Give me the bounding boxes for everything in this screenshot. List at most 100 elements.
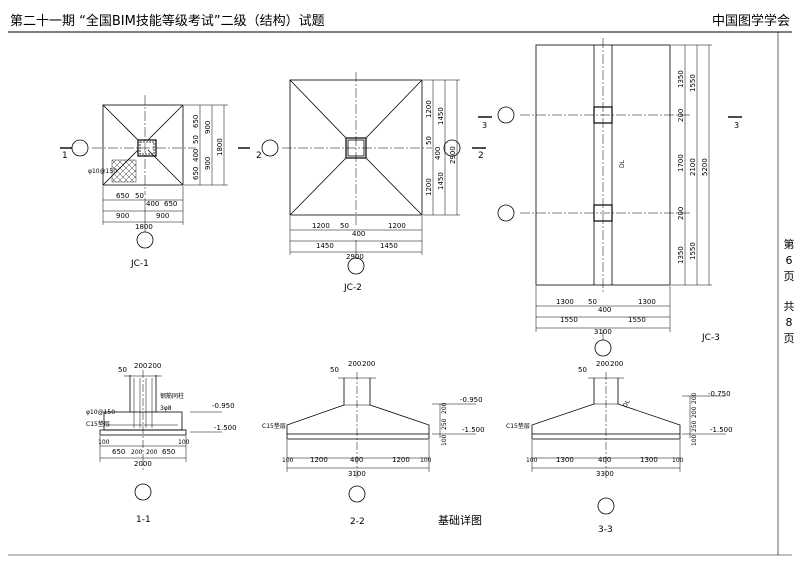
jc1-dim: 1800: [135, 223, 153, 231]
sec2-height-dim: 250: [441, 418, 448, 430]
jc1-dim: 650: [116, 192, 129, 200]
jc1-dim: 50: [135, 192, 144, 200]
sec2-dim: 100: [420, 457, 432, 464]
sec2-dim: 1200: [392, 456, 410, 464]
jc1-dim: 900: [116, 212, 129, 220]
jc2-dim: 1200: [425, 100, 433, 118]
sec2-level-bottom: -1.500: [462, 426, 485, 434]
sec1-title: 1-1: [136, 515, 151, 525]
jc1-title: JC-1: [130, 259, 149, 269]
sec1-dim: 200: [131, 449, 143, 456]
sec3-height-dim: 200: [691, 406, 698, 418]
sec2-height-dim: 200: [441, 402, 448, 414]
jc2-dim: 1200: [388, 222, 406, 230]
jc2-plan: [238, 72, 486, 275]
jc3-dim: 1300: [638, 298, 656, 306]
sec3-height-dim: 250: [691, 420, 698, 432]
sec2-top-dim: 200: [348, 360, 361, 368]
jc3-dim: 1300: [556, 298, 574, 306]
header-organization: 中国图学学会: [711, 14, 790, 29]
sec3-title: 3-3: [598, 525, 613, 535]
jc3-dim: 1550: [628, 316, 646, 324]
jc3-dim: 2100: [689, 158, 697, 176]
jc3-section-mark-right: 3: [734, 121, 739, 130]
jc3-dim: 50: [588, 298, 597, 306]
jc3-dim: 200: [677, 109, 685, 122]
sec3-top-dim: 200: [610, 360, 623, 368]
sec2-top-dim: 50: [330, 366, 339, 374]
sec1-bed-label: C15垫层: [86, 420, 110, 428]
jc3-dim: 1350: [677, 70, 685, 88]
sec3-height-dim: 100: [691, 434, 698, 446]
sec2-dim: 400: [350, 456, 363, 464]
jc1-dim: 1800: [216, 138, 224, 156]
caption: 基础详图: [438, 513, 482, 527]
sec1-dim: 650: [112, 448, 125, 456]
sec3-dim: 1300: [640, 456, 658, 464]
jc2-dim: 400: [352, 230, 365, 238]
jc2-dim: 2900: [346, 253, 364, 261]
sec1-hoop-label: 3φ8: [160, 405, 172, 412]
sec3-section: [531, 372, 726, 515]
jc2-section-mark-left: 2: [256, 151, 262, 161]
page-char: 6: [785, 254, 793, 267]
jc3-section-mark-left: 3: [482, 121, 487, 130]
jc3-dim: 200: [677, 207, 685, 220]
jc2-section-mark-right: 2: [478, 151, 484, 161]
jc1-dim: 900: [204, 121, 212, 134]
sec3-bed-label: C15垫层: [506, 422, 530, 430]
sec1-level-top: -0.950: [212, 402, 235, 410]
sec1-section: [99, 370, 222, 501]
jc1-dim: 650: [192, 167, 200, 180]
page-char: 页: [783, 270, 795, 283]
sec1-col-label: 钢筋同柱: [160, 392, 184, 400]
jc2-dim: 50: [425, 136, 433, 145]
jc3-title: JC-3: [701, 333, 720, 343]
page-char: 页: [783, 332, 795, 345]
jc2-title: JC-2: [343, 283, 362, 293]
sec1-dim: 2000: [134, 460, 152, 468]
sec2-dim: 3100: [348, 470, 366, 478]
sec1-level-bottom: -1.500: [214, 424, 237, 432]
sec2-dim: 100: [282, 457, 294, 464]
jc1-section-mark-left: 1: [62, 151, 68, 161]
jc1-dim: 400: [192, 149, 200, 162]
page-char: 共: [783, 300, 795, 313]
sec1-top-dim: 200: [148, 362, 161, 370]
sec3-level-top: -0.750: [708, 390, 731, 398]
jc2-dim: 400: [434, 147, 442, 160]
sec2-title: 2-2: [350, 517, 365, 527]
jc3-dim: 400: [598, 306, 611, 314]
jc1-dim: 650: [164, 200, 177, 208]
sec3-dim: 100: [672, 457, 684, 464]
sec2-level-top: -0.950: [460, 396, 483, 404]
sec2-section: [286, 372, 476, 503]
jc2-dim: 1450: [316, 242, 334, 250]
jc2-dim: 1200: [312, 222, 330, 230]
sec3-dim: 400: [598, 456, 611, 464]
sec3-height-dim: 200: [691, 392, 698, 404]
sec2-dim: 1200: [310, 456, 328, 464]
jc1-dim: 50: [192, 135, 200, 144]
jc1-plan: [60, 95, 228, 249]
jc3-dim: 5200: [701, 158, 709, 176]
sec1-top-dim: 200: [134, 362, 147, 370]
sec2-bed-label: C15垫层: [262, 422, 286, 430]
sec2-top-dim: 200: [362, 360, 375, 368]
jc1-dim: 650: [192, 115, 200, 128]
header-title: 第二十一期 “全国BIM技能等级考试”二级（结构）试题: [10, 14, 325, 29]
sec3-dim: 1300: [556, 456, 574, 464]
jc3-dim: 1550: [689, 242, 697, 260]
jc3-axis-label: DL: [619, 159, 626, 168]
sec3-axis-label: DL: [622, 398, 632, 409]
jc2-dim: 1450: [437, 107, 445, 125]
sec1-dim: 200: [146, 449, 158, 456]
jc3-dim: 1550: [560, 316, 578, 324]
jc2-dim: 50: [340, 222, 349, 230]
jc2-dim: 1450: [380, 242, 398, 250]
jc3-dim: 1350: [677, 246, 685, 264]
sec1-dim: 650: [162, 448, 175, 456]
page-char: 第: [783, 238, 795, 251]
sec1-dim: 100: [98, 439, 110, 446]
jc1-dim: 900: [156, 212, 169, 220]
